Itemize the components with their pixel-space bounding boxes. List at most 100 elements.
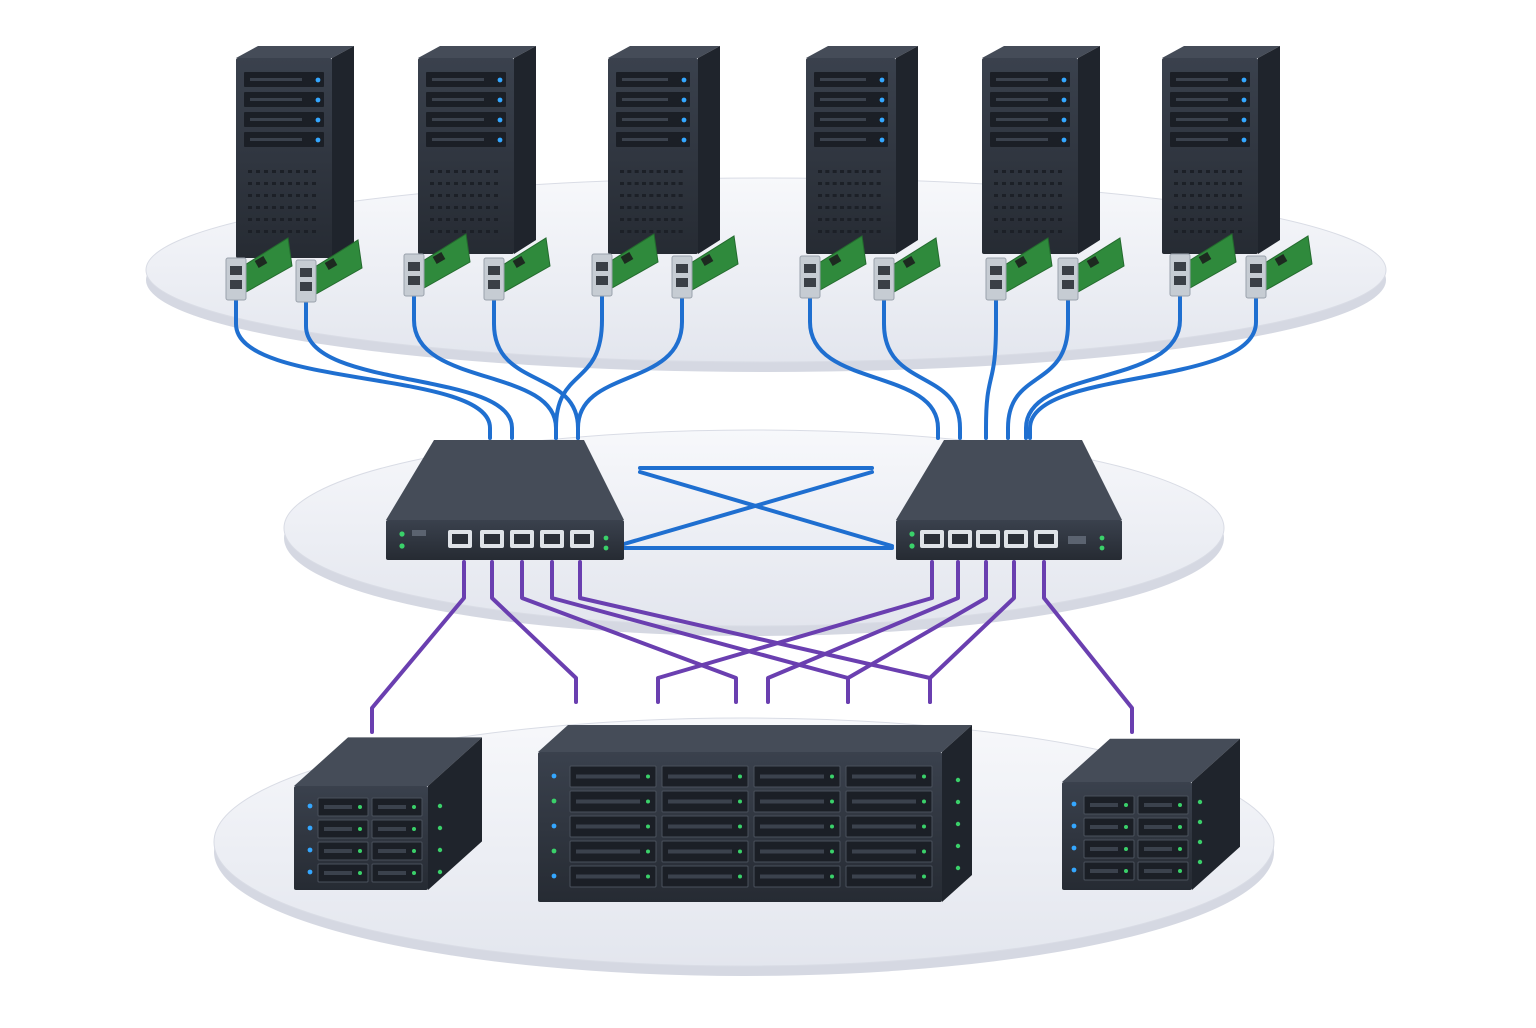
vent-hole xyxy=(847,182,852,185)
status-led xyxy=(830,774,834,779)
status-led xyxy=(551,823,557,829)
vent-hole xyxy=(1034,218,1038,221)
vent-hole xyxy=(678,170,683,173)
status-led xyxy=(315,77,321,83)
status-led xyxy=(1124,825,1128,829)
drive-tray-handle xyxy=(1144,803,1172,807)
server-link-cable xyxy=(234,298,492,440)
vent-hole xyxy=(1010,218,1014,221)
vent-hole xyxy=(627,182,632,185)
vent-hole xyxy=(1018,218,1022,221)
ethernet-port xyxy=(878,280,890,289)
vent-hole xyxy=(256,206,260,209)
vent-hole xyxy=(494,182,498,185)
vent-hole xyxy=(430,206,434,209)
vent-hole xyxy=(1050,206,1054,209)
tower-server-3-side xyxy=(698,46,720,254)
vent-hole xyxy=(446,206,450,209)
vent-hole xyxy=(994,170,998,173)
status-led xyxy=(955,777,961,783)
tower-server-6-front xyxy=(1162,58,1258,254)
tower-server-5-front xyxy=(982,58,1078,254)
drive-tray-handle xyxy=(378,849,406,853)
ethernet-port xyxy=(1174,262,1186,271)
nic-card-1-bracket xyxy=(225,257,247,301)
vent-hole xyxy=(664,170,668,173)
drive-tray-handle xyxy=(1144,825,1172,829)
vent-hole xyxy=(1010,206,1014,209)
vent-hole xyxy=(1002,170,1006,173)
tower-server-1-top xyxy=(236,46,354,58)
nic-card-1 xyxy=(225,237,293,301)
vent-hole xyxy=(818,170,822,173)
status-led xyxy=(1178,825,1182,829)
server-link-cable xyxy=(1028,296,1258,440)
vent-hole xyxy=(620,170,624,173)
vent-hole xyxy=(256,182,260,185)
vent-hole xyxy=(280,194,284,197)
drive-tray-handle xyxy=(668,774,732,779)
vent-hole xyxy=(1190,218,1194,221)
vent-hole xyxy=(862,230,866,233)
vent-hole xyxy=(847,218,852,221)
ethernet-port xyxy=(1250,278,1262,287)
vent-hole xyxy=(671,206,676,209)
vent-hole xyxy=(462,194,466,197)
vent-hole xyxy=(1174,194,1178,197)
vent-hole xyxy=(264,170,268,173)
vent-hole xyxy=(869,194,874,197)
vent-hole xyxy=(664,194,668,197)
vent-hole xyxy=(446,194,450,197)
drive-tray-handle xyxy=(324,827,352,831)
ethernet-port xyxy=(230,280,242,289)
vent-hole xyxy=(620,182,624,185)
drive-tray-handle xyxy=(576,824,640,829)
vent-hole xyxy=(649,218,654,221)
drive-bay-slot xyxy=(250,118,302,121)
vent-hole xyxy=(1238,194,1242,197)
drive-tray-handle xyxy=(852,874,916,879)
tower-server-6-top xyxy=(1162,46,1280,58)
status-led xyxy=(646,824,650,829)
status-led xyxy=(738,849,742,854)
vent-hole xyxy=(818,194,822,197)
vent-hole xyxy=(1050,230,1054,233)
vent-hole xyxy=(1026,218,1030,221)
status-led xyxy=(551,773,557,779)
vent-hole xyxy=(664,230,668,233)
vent-hole xyxy=(256,218,260,221)
status-led xyxy=(497,97,503,103)
drive-tray-handle xyxy=(852,824,916,829)
status-led xyxy=(1061,117,1067,123)
status-led xyxy=(412,871,416,875)
status-led xyxy=(551,798,557,804)
status-led xyxy=(1241,117,1247,123)
vent-hole xyxy=(312,170,316,173)
drive-bay-slot xyxy=(1176,138,1228,141)
vent-hole xyxy=(854,170,859,173)
status-led xyxy=(437,825,443,831)
tower-server-5-side xyxy=(1078,46,1100,254)
drive-tray-handle xyxy=(668,799,732,804)
drive-bay-slot xyxy=(622,98,668,101)
status-led xyxy=(497,117,503,123)
vent-hole xyxy=(1042,218,1046,221)
vent-hole xyxy=(478,206,482,209)
vent-hole xyxy=(656,230,661,233)
vent-hole xyxy=(678,218,683,221)
status-led xyxy=(1197,859,1203,865)
drive-tray-handle xyxy=(576,774,640,779)
status-led xyxy=(315,97,321,103)
vent-hole xyxy=(642,206,646,209)
status-led xyxy=(1061,77,1067,83)
vent-hole xyxy=(678,230,683,233)
nic-card-7-bracket xyxy=(799,255,821,299)
drive-bay-slot xyxy=(996,118,1048,121)
drive-bay-slot xyxy=(432,138,484,141)
ethernet-port xyxy=(408,262,420,271)
vent-hole xyxy=(620,218,624,221)
storage-link-cable xyxy=(928,560,1016,704)
drive-tray-handle xyxy=(576,799,640,804)
vent-hole xyxy=(869,170,874,173)
status-led xyxy=(307,825,313,831)
